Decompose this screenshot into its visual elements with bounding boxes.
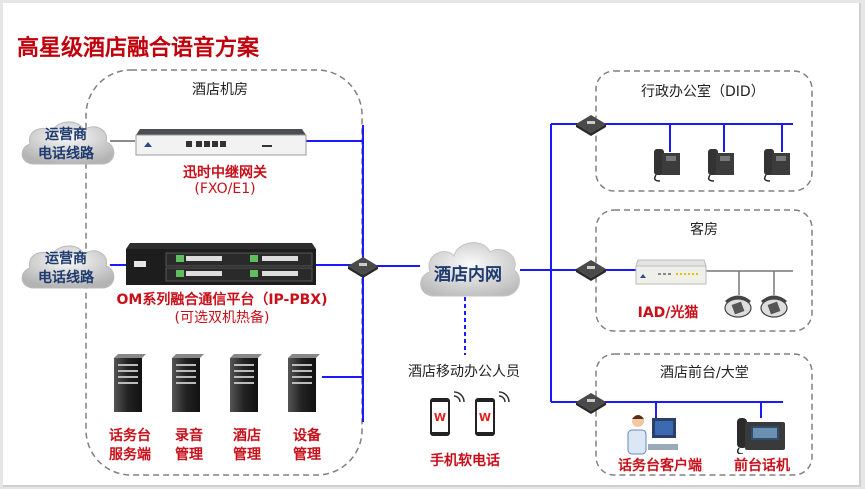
server-icon — [288, 354, 320, 412]
server-group — [108, 352, 348, 412]
front-desk-phone-label: 前台话机 — [734, 458, 790, 474]
switch-icon — [576, 393, 606, 414]
zone-machine-room-label: 酒店机房 — [192, 82, 248, 98]
ippbx-device — [126, 243, 316, 285]
mobile-group-label: 酒店移动办公人员 — [408, 364, 520, 380]
switch-admin — [575, 113, 607, 142]
zone-admin-office-label: 行政办公室（DID） — [641, 84, 765, 100]
smartphone-icons: W W — [430, 391, 510, 436]
trunk-gateway-sublabel: (FXO/E1) — [194, 181, 256, 197]
analog-phone-icon — [724, 295, 752, 318]
ip-phone-icon — [653, 149, 680, 182]
server-label-device: 设备管理 — [293, 428, 321, 463]
server-label-operator: 话务台服务端 — [109, 428, 151, 463]
switch-guest — [575, 258, 607, 287]
zone-guest-room-label: 客房 — [690, 222, 718, 238]
admin-phones — [650, 145, 800, 185]
mobile-phones: W W — [428, 388, 528, 440]
zone-front-desk-border — [595, 353, 813, 476]
zone-front-desk-label: 酒店前台/大堂 — [660, 365, 749, 381]
gateway-icon — [135, 129, 307, 156]
server-icon — [172, 354, 204, 412]
trunk-gateway-label: 迅时中继网关 — [183, 165, 267, 181]
carrier-cloud-1: 运营商 电话线路 — [14, 114, 118, 174]
softphone-label: 手机软电话 — [430, 453, 500, 469]
smartphone-icon: W — [475, 391, 510, 436]
cloud-icon — [21, 245, 115, 289]
smartphone-icon: W — [430, 391, 465, 436]
carrier-label-line1: 运营商 — [45, 251, 87, 267]
iad-label: IAD/光猫 — [637, 305, 699, 321]
server-label-recording: 录音管理 — [175, 428, 203, 463]
switch-icon — [576, 260, 606, 281]
switch-icon — [348, 257, 378, 278]
cloud-icon — [420, 242, 520, 297]
iad-device — [634, 258, 708, 288]
iad-icon — [635, 259, 707, 285]
ip-phone-icon — [707, 149, 734, 182]
analog-phone-icon — [760, 295, 788, 318]
switch-icon — [576, 115, 606, 136]
page-title: 高星级酒店融合语音方案 — [17, 36, 260, 61]
intranet-label: 酒店内网 — [434, 265, 502, 285]
ippbx-sublabel: (可选双机热备) — [174, 310, 270, 326]
trunk-gateway-device — [134, 127, 308, 157]
switch-core — [347, 255, 379, 284]
operator-client — [624, 412, 684, 458]
ippbx-icon — [126, 243, 316, 285]
carrier-label-line1: 运营商 — [45, 127, 87, 143]
intranet-cloud: 酒店内网 — [412, 232, 524, 308]
operator-client-label: 话务台客户端 — [618, 458, 702, 474]
server-icon — [230, 354, 262, 412]
carrier-cloud-2: 运营商 电话线路 — [14, 238, 118, 298]
carrier-label-line2: 电话线路 — [38, 270, 94, 286]
operator-workstation-icon — [627, 415, 678, 455]
ip-phone-icons — [653, 149, 790, 182]
front-desk-phone — [735, 414, 787, 455]
ippbx-label: OM系列融合通信平台（IP-PBX) — [116, 292, 328, 308]
analog-phone-icons — [724, 295, 788, 318]
cloud-icon — [21, 121, 115, 165]
server-label-hotel: 酒店管理 — [233, 428, 261, 463]
switch-frontdesk — [575, 391, 607, 420]
svg-text:W: W — [479, 411, 491, 424]
video-phone-icon — [736, 418, 785, 455]
server-icon — [114, 354, 146, 412]
analog-phones — [722, 290, 792, 320]
ip-phone-icon — [763, 149, 790, 182]
svg-text:W: W — [434, 411, 446, 424]
server-icons — [114, 354, 320, 412]
carrier-label-line2: 电话线路 — [38, 146, 94, 162]
